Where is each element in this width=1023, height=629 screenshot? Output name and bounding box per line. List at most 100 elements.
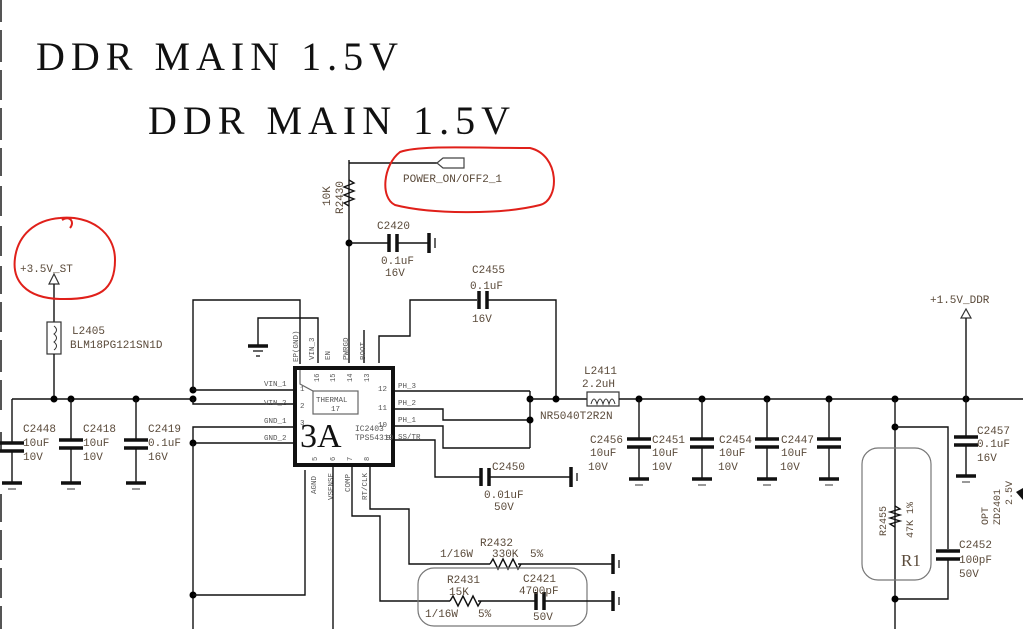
svg-text:13: 13 — [364, 374, 372, 382]
svg-text:VIN_3: VIN_3 — [309, 337, 317, 360]
svg-text:4700pF: 4700pF — [519, 586, 559, 598]
svg-text:10uF: 10uF — [23, 438, 49, 450]
svg-text:10uF: 10uF — [781, 448, 807, 460]
cap-c2456: C2456 10uF 10V — [588, 399, 651, 486]
annotation-box-comp — [417, 567, 588, 627]
svg-text:C2454: C2454 — [719, 435, 752, 447]
svg-text:SS/TR: SS/TR — [398, 434, 421, 442]
r1-note: R1 — [901, 551, 921, 570]
svg-text:12: 12 — [378, 386, 387, 394]
svg-text:10V: 10V — [23, 452, 43, 464]
svg-text:10V: 10V — [652, 462, 672, 474]
annotation-box-r1 — [861, 447, 932, 581]
svg-text:R2430: R2430 — [335, 181, 347, 214]
resistor-r2455-icon — [887, 505, 903, 528]
off-page-connector-icon — [436, 157, 465, 169]
svg-text:1/16W: 1/16W — [440, 549, 473, 561]
svg-text:VIN_2: VIN_2 — [264, 400, 287, 408]
svg-text:R2431: R2431 — [447, 575, 480, 587]
svg-text:C2418: C2418 — [83, 424, 116, 436]
svg-text:EN: EN — [325, 351, 333, 360]
svg-text:R2432: R2432 — [480, 538, 513, 550]
svg-text:C2455: C2455 — [472, 265, 505, 277]
svg-text:C2447: C2447 — [781, 435, 814, 447]
svg-text:THERMAL: THERMAL — [316, 397, 348, 405]
svg-text:C2456: C2456 — [590, 435, 623, 447]
l2405-value: BLM18PG121SN1D — [70, 340, 163, 352]
svg-text:10uF: 10uF — [652, 448, 678, 460]
svg-text:15: 15 — [330, 374, 338, 382]
svg-text:16V: 16V — [472, 314, 492, 326]
svg-text:L2411: L2411 — [584, 366, 617, 378]
svg-text:16V: 16V — [148, 452, 168, 464]
svg-text:1/16W: 1/16W — [425, 609, 458, 621]
svg-text:C2457: C2457 — [977, 426, 1010, 438]
rail-3v5-label: +3.5V_ST — [20, 264, 73, 276]
svg-text:PH_2: PH_2 — [398, 400, 416, 408]
svg-text:2.5V: 2.5V — [1005, 481, 1016, 505]
svg-text:9: 9 — [386, 435, 391, 443]
resistor-r2432-icon — [489, 557, 522, 571]
rail-3v5-st: +3.5V_ST L2405 BLM18PG121SN1D — [20, 264, 163, 399]
power-on-off-label: POWER_ON/OFF2_1 — [403, 174, 502, 186]
svg-text:ZD2401: ZD2401 — [993, 489, 1004, 525]
svg-text:10: 10 — [378, 422, 388, 430]
svg-text:C2419: C2419 — [148, 424, 181, 436]
svg-text:TPS54319: TPS54319 — [355, 434, 394, 443]
svg-text:16: 16 — [314, 374, 322, 382]
svg-text:R2455: R2455 — [879, 506, 890, 536]
svg-text:10V: 10V — [718, 462, 738, 474]
svg-text:16V: 16V — [385, 268, 405, 280]
cap-c2419: C2419 0.1uF 16V — [124, 399, 181, 490]
rail-1v5-ddr-label: +1.5V_DDR — [930, 295, 990, 307]
ferrite-bead-icon — [46, 321, 62, 355]
resistor-r2430-icon — [342, 179, 356, 207]
annotation-circle-3v5 — [13, 216, 117, 301]
svg-text:5: 5 — [312, 457, 320, 461]
svg-text:0.1uF: 0.1uF — [148, 438, 181, 450]
svg-text:C2448: C2448 — [23, 424, 56, 436]
l2405-ref: L2405 — [72, 326, 105, 338]
inductor-l2411: L2411 2.2uH — [582, 366, 620, 407]
svg-text:NR5040T2R2N: NR5040T2R2N — [540, 411, 613, 423]
svg-text:C2420: C2420 — [377, 221, 410, 233]
svg-text:PH_3: PH_3 — [398, 383, 417, 391]
svg-text:1: 1 — [300, 386, 305, 394]
svg-text:AGND: AGND — [311, 475, 319, 494]
cap-c2447: C2447 10uF 10V — [780, 399, 841, 486]
svg-text:10uF: 10uF — [83, 438, 109, 450]
resistor-r2431-icon — [449, 594, 482, 608]
power-arrow-icon — [959, 307, 973, 319]
svg-text:8: 8 — [364, 457, 372, 461]
title-secondary: DDR MAIN 1.5V — [148, 98, 516, 143]
svg-text:RT/CLK: RT/CLK — [362, 472, 370, 500]
svg-text:0.01uF: 0.01uF — [484, 490, 524, 502]
svg-text:10uF: 10uF — [719, 448, 745, 460]
cap-c2448: C2448 10uF 10V — [0, 424, 56, 490]
svg-text:11: 11 — [378, 405, 388, 413]
svg-text:C2421: C2421 — [523, 574, 556, 586]
svg-text:330K: 330K — [492, 549, 519, 561]
svg-text:10V: 10V — [83, 452, 103, 464]
svg-text:50V: 50V — [494, 502, 514, 514]
cap-c2454: C2454 10uF 10V — [718, 399, 779, 486]
svg-text:10V: 10V — [588, 462, 608, 474]
svg-text:VSENSE: VSENSE — [328, 472, 336, 500]
svg-text:C2451: C2451 — [652, 435, 685, 447]
svg-text:PH_1: PH_1 — [398, 417, 417, 425]
ic2403-regulator: THERMAL 17 3A IC2403 TPS54319 VIN_1 VIN_… — [264, 330, 421, 500]
svg-text:6: 6 — [330, 457, 338, 461]
svg-text:47K 1%: 47K 1% — [906, 502, 917, 538]
svg-text:OPT: OPT — [981, 507, 992, 525]
cap-c2457: C2457 0.1uF 16V — [954, 399, 1010, 483]
svg-text:3: 3 — [300, 420, 305, 428]
annotation-circle-power-on — [384, 146, 555, 214]
svg-text:5%: 5% — [478, 609, 492, 621]
svg-text:0.1uF: 0.1uF — [470, 281, 503, 293]
svg-text:COMP: COMP — [345, 473, 353, 492]
svg-text:14: 14 — [347, 374, 355, 382]
svg-text:GND_2: GND_2 — [264, 435, 287, 443]
svg-text:VIN_1: VIN_1 — [264, 381, 287, 389]
svg-text:0.1uF: 0.1uF — [977, 439, 1010, 451]
